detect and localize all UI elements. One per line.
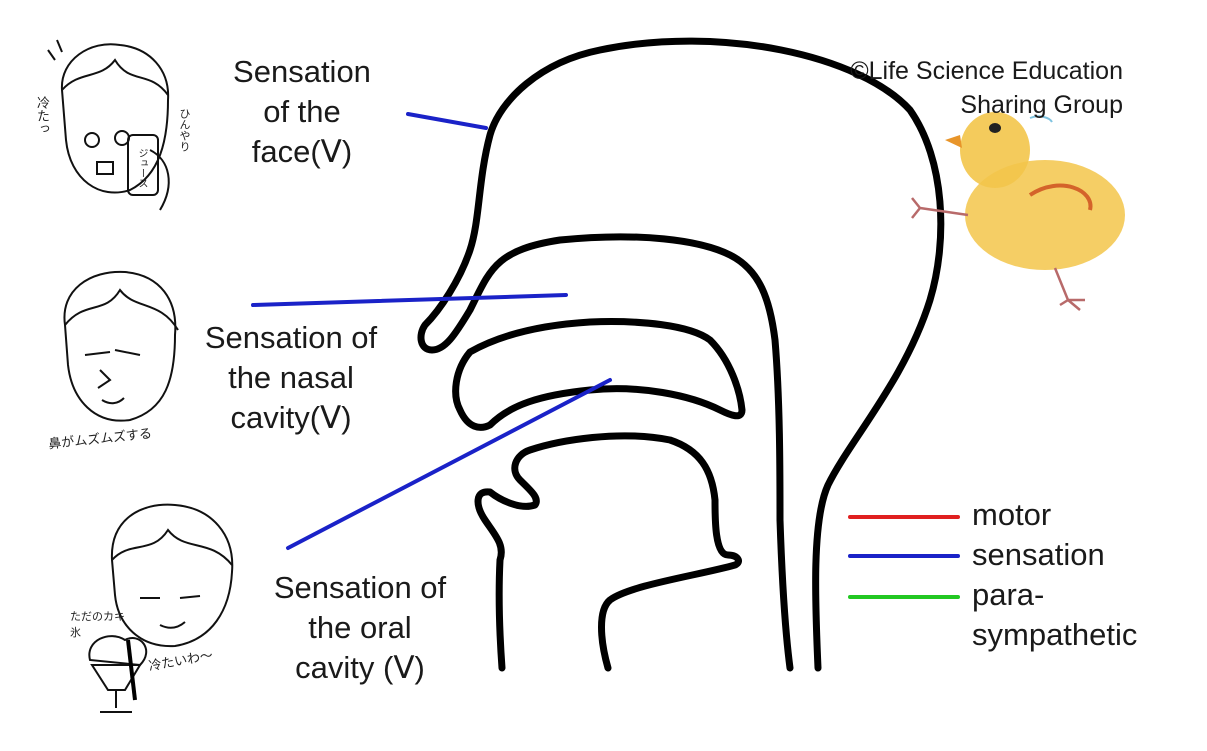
face-hinyari-annotation: ひんやり xyxy=(178,108,191,152)
legend-lines xyxy=(848,515,960,599)
face-sensation-line xyxy=(406,112,488,130)
shaved-ice-annotation: ただのカキ氷 xyxy=(70,610,125,639)
sensation-lines xyxy=(251,112,612,550)
skull-and-face-outline xyxy=(417,37,945,672)
can-juice-annotation: ジュース xyxy=(136,148,147,188)
person-shaved-ice-illustration xyxy=(88,503,234,713)
person-nose-itch-illustration xyxy=(63,270,179,422)
face-cold-annotation: 冷たっ xyxy=(34,96,49,135)
legend-sensation-label: sensation xyxy=(972,537,1105,572)
oral-sensation-line xyxy=(286,378,612,550)
copyright-credit: ©Life Science Education Sharing Group xyxy=(850,57,1123,119)
face-sensation-label: Sensation of the face(Ⅴ) xyxy=(233,54,371,169)
chick-illustration xyxy=(911,112,1125,311)
head-outline xyxy=(417,37,945,672)
legend-parasympathetic-label: para- sympathetic xyxy=(972,577,1138,652)
palate-outline xyxy=(452,318,746,431)
legend-motor-label: motor xyxy=(972,497,1052,532)
tongue-outline xyxy=(474,432,742,672)
person-face-cold-illustration xyxy=(47,39,170,211)
nasal-sensation-line xyxy=(251,293,568,307)
oral-sensation-label: Sensation of the oral cavity (Ⅴ) xyxy=(273,570,447,685)
nasal-sensation-label: Sensation of the nasal cavity(Ⅴ) xyxy=(204,320,378,435)
